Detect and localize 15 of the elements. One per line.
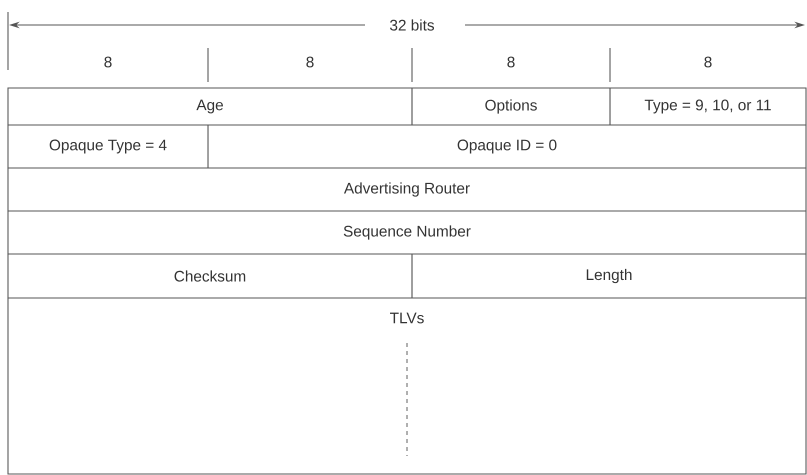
bit-count: 8: [104, 56, 112, 68]
field-cell: Length: [411, 253, 807, 299]
dimension-label: 32 bits: [390, 19, 434, 31]
field-cell: Checksum: [7, 253, 413, 299]
field-cell: Options: [411, 87, 611, 126]
bit-count: 8: [306, 56, 314, 68]
field-cell: Type = 9, 10, or 11: [609, 87, 807, 126]
field-cell: Sequence Number: [7, 210, 807, 255]
bit-count: 8: [704, 56, 712, 68]
field-cell: Opaque Type = 4: [7, 124, 209, 169]
field-cell: Age: [7, 87, 413, 126]
bit-count: 8: [507, 56, 515, 68]
field-cell: Advertising Router: [7, 167, 807, 212]
field-cell: TLVs: [7, 297, 807, 475]
field-cell: Opaque ID = 0: [207, 124, 807, 169]
